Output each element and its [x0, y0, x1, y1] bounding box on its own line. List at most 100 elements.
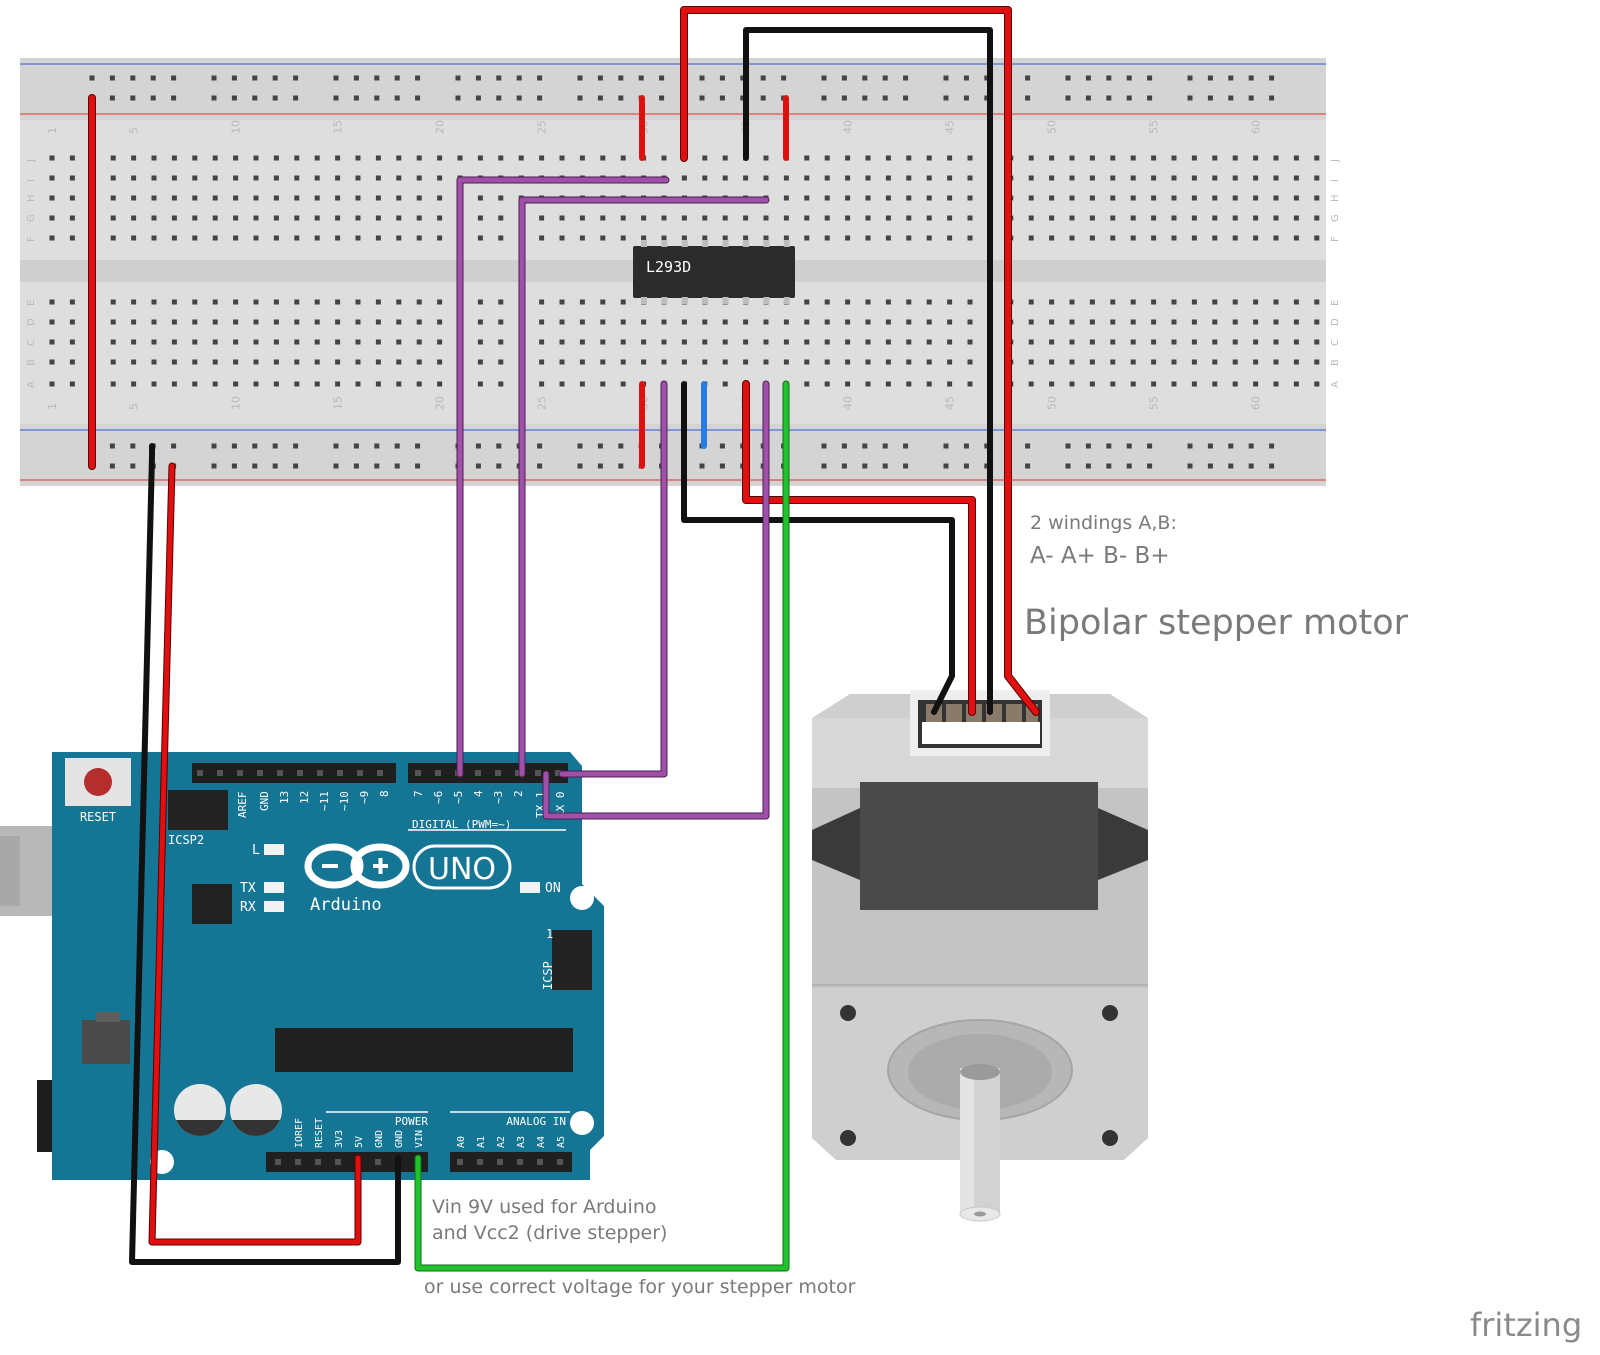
breadboard-hole — [620, 299, 626, 305]
header-hole — [315, 1159, 321, 1165]
breadboard-hole — [1130, 359, 1136, 365]
header-hole — [335, 1159, 341, 1165]
breadboard-hole — [396, 175, 402, 181]
rail-hole — [699, 463, 705, 469]
breadboard-hole — [722, 359, 728, 365]
breadboard-hole — [1232, 319, 1238, 325]
header-hole — [197, 770, 203, 776]
breadboard-hole — [906, 195, 912, 201]
breadboard-hole — [865, 215, 871, 221]
chip-pin — [661, 240, 668, 247]
wire-black-motor-a-minus — [681, 381, 955, 715]
digital-pin-label: 8 — [378, 790, 391, 797]
breadboard-hole — [233, 195, 239, 201]
breadboard-hole — [865, 175, 871, 181]
led-rx — [264, 901, 284, 912]
breadboard-hole — [641, 359, 647, 365]
rail-hole — [882, 95, 888, 101]
breadboard-hole — [967, 381, 973, 387]
rail-hole — [89, 75, 95, 81]
row-letter: G — [26, 214, 37, 222]
breadboard-hole — [273, 175, 279, 181]
rail-hole — [211, 75, 217, 81]
breadboard-hole — [1314, 175, 1320, 181]
header-hole — [555, 770, 561, 776]
breadboard-hole — [1232, 195, 1238, 201]
header-hole — [237, 770, 243, 776]
breadboard-hole — [1049, 319, 1055, 325]
breadboard-hole — [926, 195, 932, 201]
rail-hole — [618, 443, 624, 449]
header-hole — [295, 1159, 301, 1165]
motor-label: Bipolar stepper motor — [1024, 603, 1409, 643]
column-number: 10 — [230, 120, 243, 134]
rail-hole — [618, 95, 624, 101]
digital-header-right — [408, 763, 568, 783]
breadboard-hole — [1253, 381, 1259, 387]
breadboard-hole — [233, 339, 239, 345]
rail-hole — [943, 95, 949, 101]
rail-hole — [841, 463, 847, 469]
rail-hole — [821, 95, 827, 101]
column-number: 40 — [842, 396, 855, 410]
breadboard-hole — [783, 339, 789, 345]
row-letter: B — [1330, 359, 1341, 366]
breadboard-hole — [906, 381, 912, 387]
breadboard-hole — [498, 359, 504, 365]
breadboard-hole — [559, 155, 565, 161]
analog-label: ANALOG IN — [506, 1115, 566, 1128]
breadboard-hole — [1049, 359, 1055, 365]
breadboard-hole — [967, 319, 973, 325]
breadboard-hole — [171, 155, 177, 161]
rail-hole — [597, 95, 603, 101]
rail-hole — [231, 95, 237, 101]
breadboard-hole — [49, 319, 55, 325]
rail-hole — [1207, 443, 1213, 449]
breadboard-hole — [947, 319, 953, 325]
rail-hole — [475, 463, 481, 469]
breadboard-hole — [804, 359, 810, 365]
breadboard-hole — [498, 235, 504, 241]
breadboard-hole — [1049, 339, 1055, 345]
rail-hole — [903, 95, 909, 101]
rail-hole — [293, 443, 299, 449]
rail-hole — [211, 443, 217, 449]
breadboard-hole — [416, 299, 422, 305]
reset-button-cap[interactable] — [84, 768, 112, 796]
rail-hole — [1248, 95, 1254, 101]
breadboard-hole — [273, 195, 279, 201]
breadboard-hole — [1273, 319, 1279, 325]
rail-hole — [740, 95, 746, 101]
rail-hole — [943, 443, 949, 449]
column-number: 10 — [230, 396, 243, 410]
breadboard-hole — [253, 175, 259, 181]
breadboard-hole — [498, 339, 504, 345]
rail-hole — [963, 75, 969, 81]
rail-hole — [272, 443, 278, 449]
digital-pin-label: ~5 — [452, 791, 465, 804]
breadboard-hole — [1130, 381, 1136, 387]
breadboard-hole — [1191, 175, 1197, 181]
led-on — [520, 882, 540, 893]
breadboard-hole — [1110, 235, 1116, 241]
row-letter: D — [1330, 318, 1341, 326]
rail-hole — [699, 95, 705, 101]
breadboard-hole — [1212, 339, 1218, 345]
breadboard-hole — [967, 175, 973, 181]
rail-hole — [1187, 443, 1193, 449]
column-number: 15 — [332, 120, 345, 134]
breadboard-hole — [947, 215, 953, 221]
breadboard-hole — [233, 299, 239, 305]
breadboard-hole — [69, 299, 75, 305]
breadboard-hole — [49, 175, 55, 181]
rail-hole — [862, 95, 868, 101]
digital-pin-label: ~6 — [432, 791, 445, 804]
breadboard-hole — [233, 175, 239, 181]
header-hole — [537, 1159, 543, 1165]
header-hole — [317, 770, 323, 776]
chip-label: L293D — [646, 258, 691, 276]
breadboard-hole — [233, 215, 239, 221]
breadboard-hole — [1130, 175, 1136, 181]
breadboard-hole — [396, 319, 402, 325]
